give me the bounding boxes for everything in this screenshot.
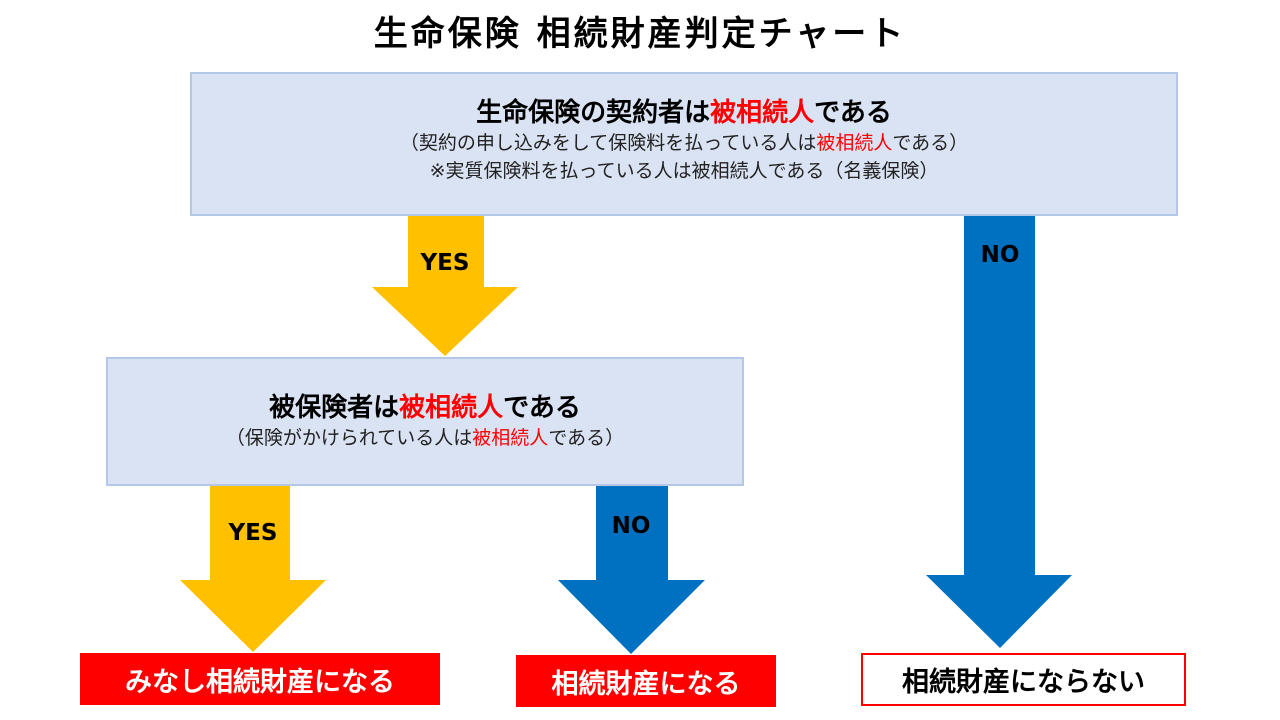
question-box-insured: 被保険者は被相続人である （保険がかけられている人は被相続人である） xyxy=(106,357,744,486)
highlight-text: 被相続人 xyxy=(816,132,893,154)
question-text: 被保険者は xyxy=(269,393,400,423)
yes-arrow-2 xyxy=(180,486,326,652)
highlight-text: 被相続人 xyxy=(399,393,504,423)
note-text: である） xyxy=(892,132,969,154)
no-label-2: NO xyxy=(611,513,651,539)
question-text: 生命保険の契約者は xyxy=(476,98,711,128)
result-inheritance: 相続財産になる xyxy=(516,655,776,707)
question-note-2: ※実質保険料を払っている人は被相続人である（名義保険） xyxy=(429,160,939,182)
question-text: である xyxy=(814,98,892,128)
no-arrow-2 xyxy=(558,486,705,654)
question-note: （保険がかけられている人は被相続人である） xyxy=(108,424,742,452)
question-box-contractor: 生命保険の契約者は被相続人である （契約の申し込みをして保険料を払っている人は被… xyxy=(190,72,1178,216)
yes-label-2: YES xyxy=(228,520,278,546)
question-note: （契約の申し込みをして保険料を払っている人は被相続人である） xyxy=(192,129,1176,157)
question-text: である xyxy=(503,393,581,423)
result-deemed-inheritance: みなし相続財産になる xyxy=(80,653,440,705)
no-label-1: NO xyxy=(980,242,1020,268)
note-text: （保険がかけられている人は xyxy=(225,427,473,449)
no-arrow-1 xyxy=(926,216,1072,648)
note-text: である） xyxy=(548,427,625,449)
highlight-text: 被相続人 xyxy=(472,427,549,449)
question-main: 被保険者は被相続人である xyxy=(108,387,742,424)
yes-label-1: YES xyxy=(420,250,470,276)
chart-title: 生命保険 相続財産判定チャート xyxy=(373,14,907,54)
yes-arrow-1 xyxy=(372,216,518,356)
highlight-text: 被相続人 xyxy=(710,98,815,128)
note-text: （契約の申し込みをして保険料を払っている人は xyxy=(399,132,817,154)
question-main: 生命保険の契約者は被相続人である xyxy=(192,92,1176,129)
result-not-inheritance: 相続財産にならない xyxy=(861,653,1186,706)
